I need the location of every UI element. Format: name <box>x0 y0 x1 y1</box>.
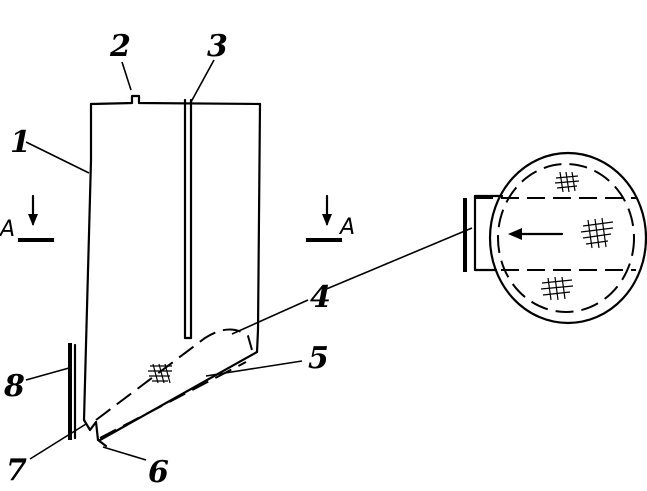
section-mesh-bottom <box>540 276 574 301</box>
arrow-down-icon <box>322 214 332 226</box>
leader-6 <box>102 446 147 461</box>
section-view <box>463 151 647 325</box>
leader-3 <box>190 59 215 103</box>
section-letter-right: A <box>338 215 355 240</box>
vessel-left-wall <box>82 102 93 422</box>
vessel-top-with-outlet <box>89 94 262 106</box>
label-1: 1 <box>10 125 31 160</box>
vessel-right-wall <box>255 102 262 354</box>
section-mesh-mid <box>580 217 614 249</box>
leader-8 <box>25 367 70 381</box>
label-8: 8 <box>3 369 25 404</box>
part-labels: 2 3 1 4 5 6 7 8 <box>3 29 331 490</box>
inclined-screen <box>95 328 253 439</box>
side-plate <box>68 343 77 440</box>
leader-4 <box>231 227 473 335</box>
section-mesh-top <box>554 171 580 193</box>
label-6: 6 <box>148 455 169 490</box>
arrow-left-icon <box>508 228 522 240</box>
label-4: 4 <box>310 280 331 315</box>
label-7: 7 <box>6 453 27 488</box>
label-3: 3 <box>207 29 228 64</box>
label-2: 2 <box>109 29 131 64</box>
vessel-body <box>82 94 262 448</box>
section-letter-left: A <box>0 217 15 242</box>
arrow-down-icon <box>28 214 38 226</box>
section-mark-left: A <box>0 194 54 242</box>
central-rod <box>183 98 193 340</box>
label-5: 5 <box>308 341 329 376</box>
leader-2 <box>121 61 132 91</box>
leader-lines <box>25 59 473 461</box>
section-mark-right: A <box>306 194 355 242</box>
drain-nozzle <box>82 418 108 448</box>
screen-mesh <box>148 363 172 384</box>
leader-7 <box>29 423 87 460</box>
leader-5 <box>205 360 303 377</box>
leader-1 <box>25 141 90 174</box>
